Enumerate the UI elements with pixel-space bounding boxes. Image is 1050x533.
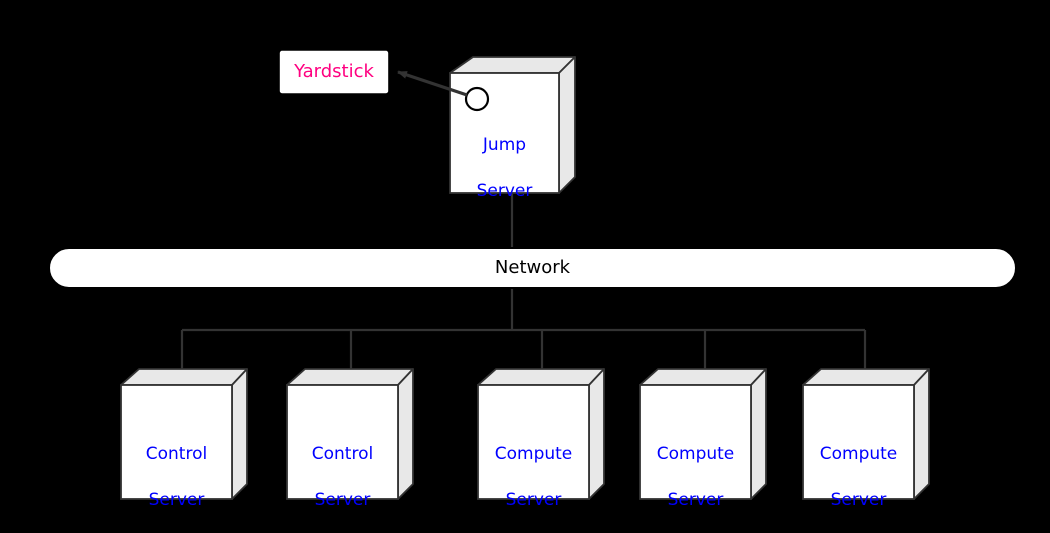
compute-server-3-side-face: [913, 368, 930, 500]
compute-server-3-node: [802, 368, 930, 500]
jump-server-side-face: [558, 56, 576, 194]
compute-server-1-node: [477, 368, 605, 500]
compute-server-2-side-face: [750, 368, 767, 500]
compute-server-1-side-face: [588, 368, 605, 500]
jump-server-port-icon: [464, 86, 490, 112]
yardstick-label: Yardstick: [294, 61, 374, 82]
control-server-2-side-face: [397, 368, 414, 500]
jump-server-front-face: [449, 72, 560, 194]
jump-server-node: [449, 56, 576, 194]
control-server-2-node: [286, 368, 414, 500]
network-bar: [48, 247, 1017, 289]
yardstick-box: [278, 49, 390, 95]
control-server-1-node: [120, 368, 248, 500]
compute-server-1-top-face: [477, 368, 605, 386]
arrow-jumpserver-to-yardstick: [397, 70, 468, 97]
compute-server-2-node: [639, 368, 767, 500]
jump-server-top-face: [449, 56, 576, 74]
compute-server-3-front-face: [802, 384, 915, 500]
compute-server-2-top-face: [639, 368, 767, 386]
control-server-2-top-face: [286, 368, 414, 386]
control-server-1-top-face: [120, 368, 248, 386]
control-server-2-front-face: [286, 384, 399, 500]
compute-server-3-top-face: [802, 368, 930, 386]
compute-server-2-front-face: [639, 384, 752, 500]
network-label: Network: [494, 257, 571, 278]
compute-server-1-front-face: [477, 384, 590, 500]
control-server-1-front-face: [120, 384, 233, 500]
control-server-1-side-face: [231, 368, 248, 500]
